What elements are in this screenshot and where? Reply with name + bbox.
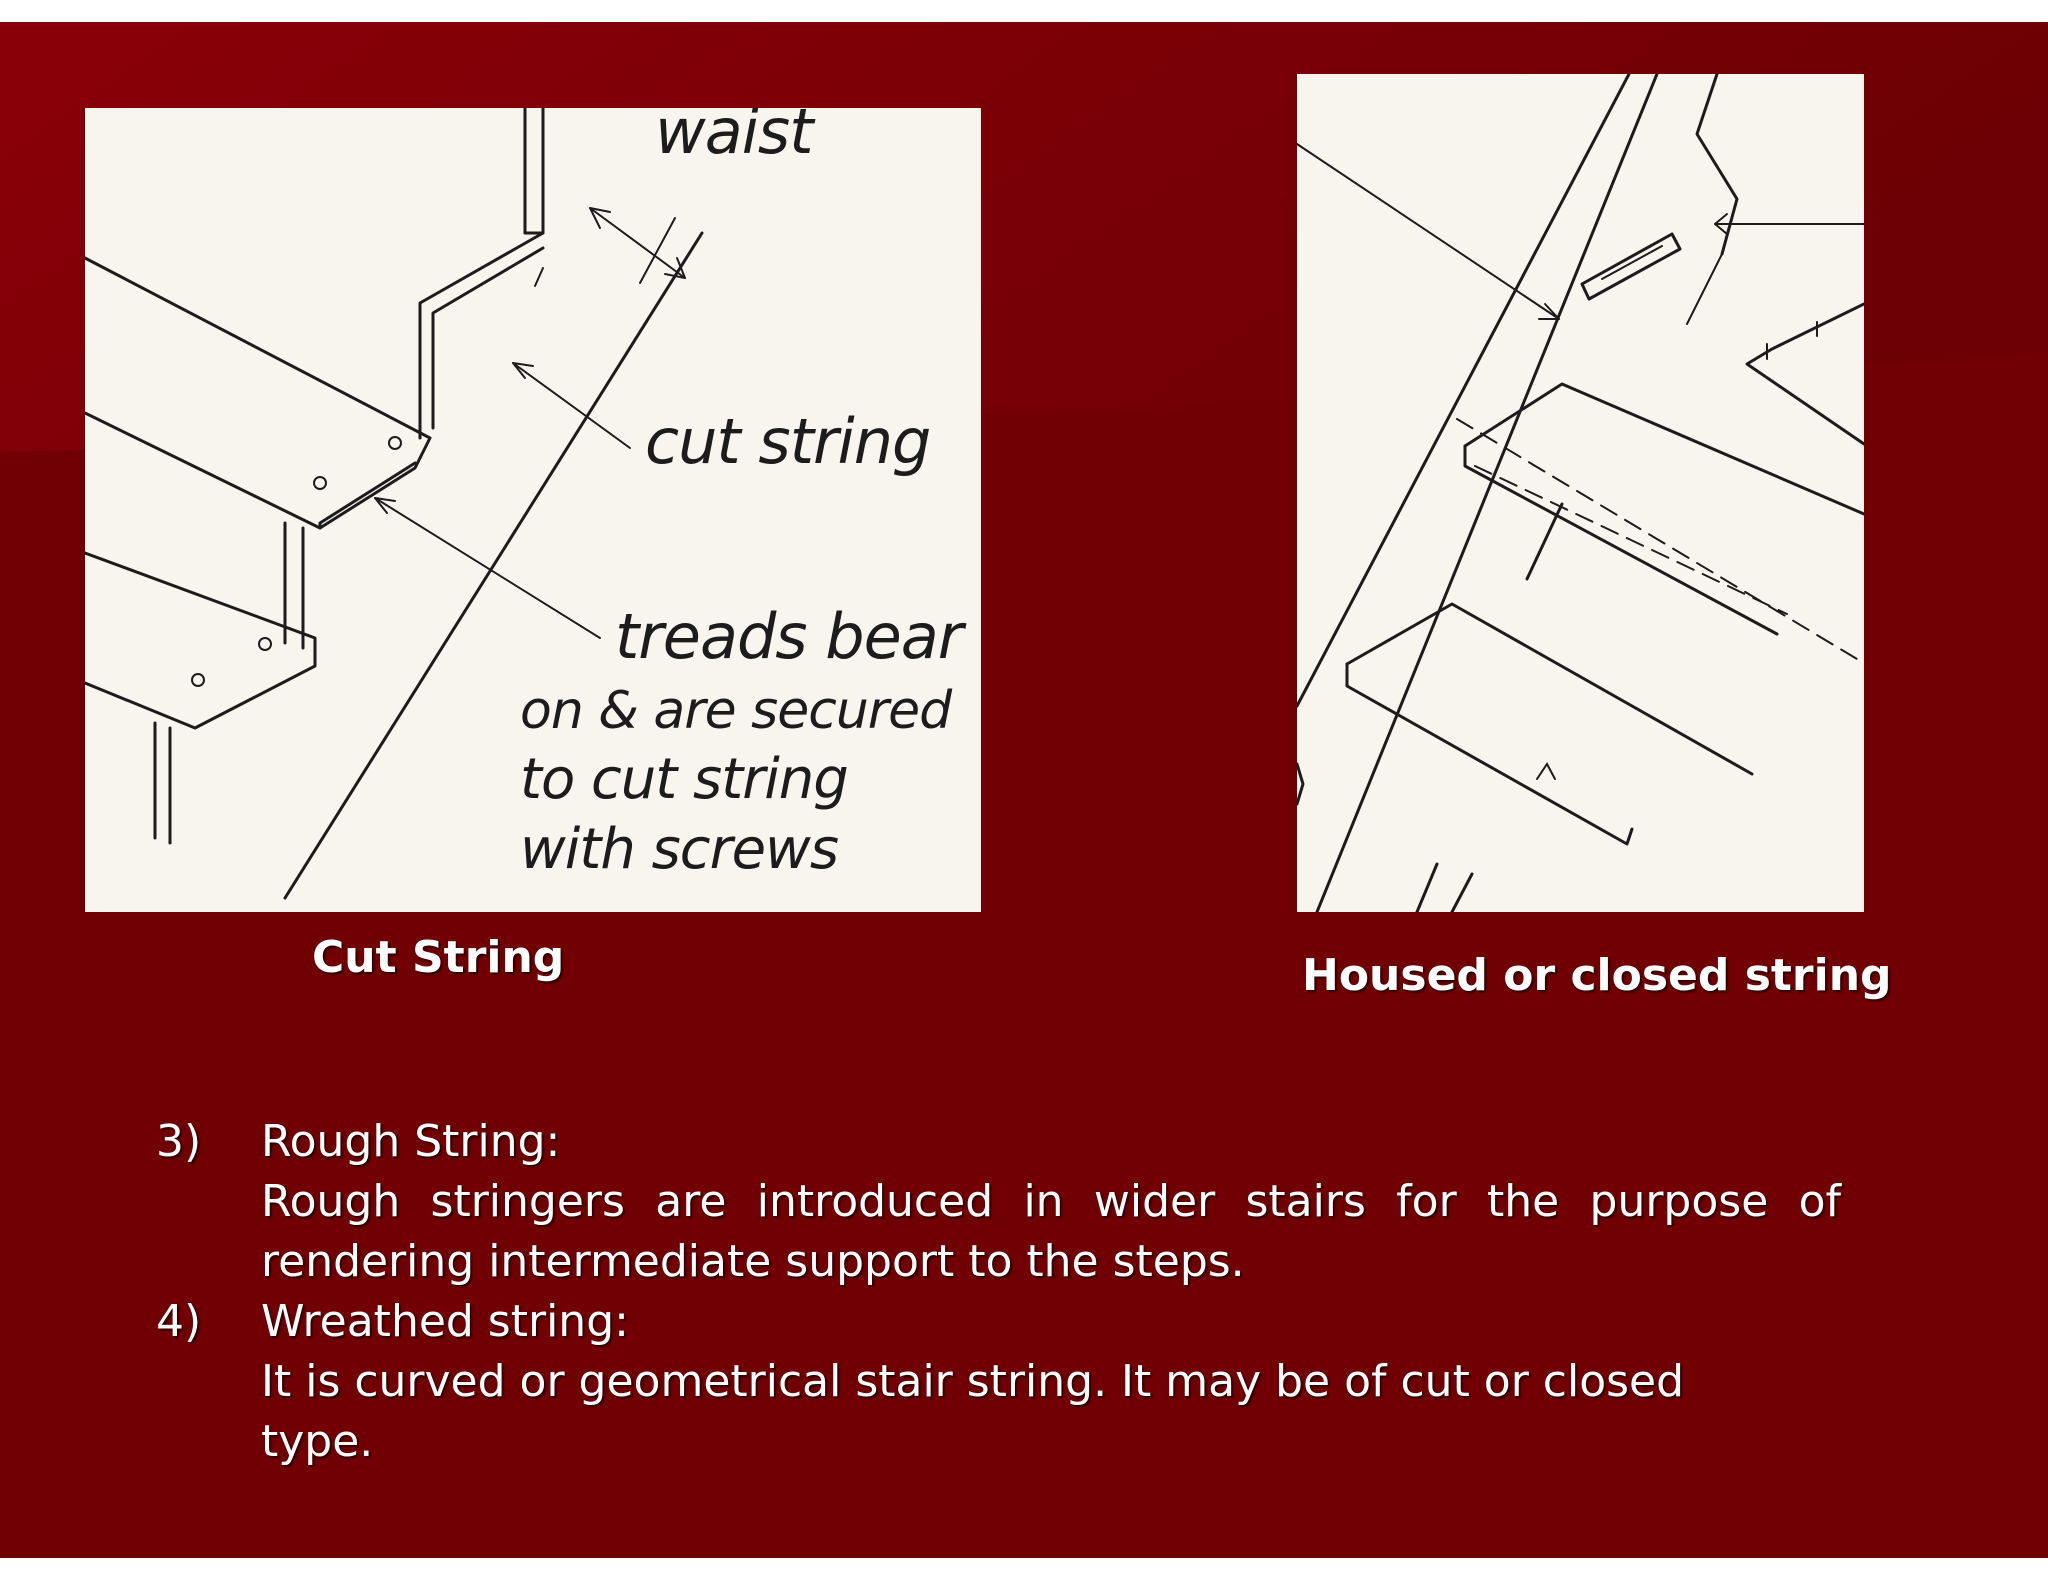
- waist-label: waist: [655, 108, 816, 168]
- cut-string-label: cut string: [645, 405, 930, 478]
- treads-label-line2: on & are secured: [520, 681, 953, 741]
- treads-label-line1: treads bear: [615, 600, 967, 673]
- housed-string-sketch: [1297, 74, 1864, 912]
- housed-string-caption: Housed or closed string: [1302, 950, 1892, 1001]
- list-text: It is curved or geometrical stair string…: [261, 1356, 1685, 1467]
- list-number: 3): [156, 1116, 202, 1167]
- housed-string-diagram: [1297, 74, 1864, 912]
- list-text: Rough stringers are introduced in wider …: [261, 1176, 1841, 1287]
- cut-string-caption: Cut String: [312, 932, 565, 983]
- treads-label-line3: to cut string: [520, 747, 848, 812]
- treads-label-line4: with screws: [520, 817, 838, 882]
- cut-string-sketch: waist cut string treads bear on & are se…: [85, 108, 968, 900]
- list-heading: Rough String:: [261, 1116, 561, 1167]
- list-number: 4): [156, 1296, 202, 1347]
- list-heading: Wreathed string:: [261, 1296, 629, 1347]
- slide: waist cut string treads bear on & are se…: [0, 22, 2048, 1558]
- cut-string-diagram: waist cut string treads bear on & are se…: [85, 108, 981, 912]
